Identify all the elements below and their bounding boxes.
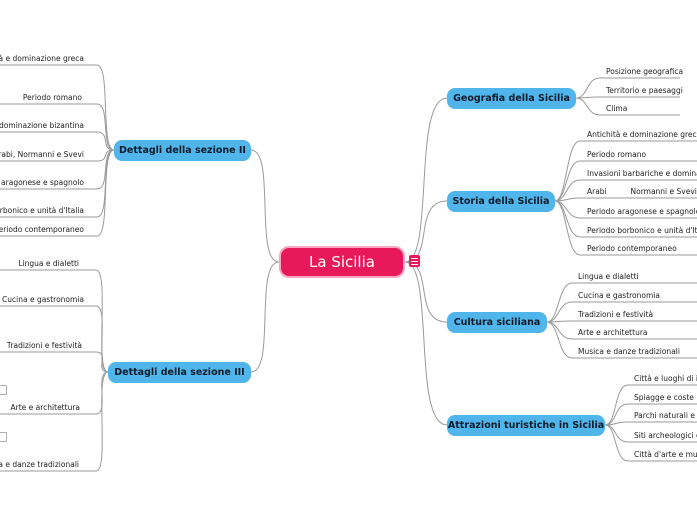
connector-central-left (250, 149, 280, 263)
leaf-s2-invasioni[interactable]: Invasioni barbariche e dominazione bizan… (0, 121, 84, 130)
leaf-s2-romano[interactable]: Periodo romano (22, 93, 82, 102)
leaf-storia-aragonese[interactable]: Periodo aragonese e spagnolo (587, 207, 697, 216)
connector-leaf (0, 351, 109, 373)
topic-sezione-2[interactable]: Dettagli della sezione II (114, 140, 251, 161)
connector-leaf (575, 96, 680, 99)
connector-leaf (0, 131, 115, 151)
connector-leaf (0, 149, 115, 190)
topic-sezione-3[interactable]: Dettagli della sezione III (108, 362, 251, 383)
leaf-s2-borbonico[interactable]: Periodo borbonico e unità d'Italia (0, 206, 84, 215)
connector-leaf (554, 197, 697, 202)
connector-central-right (404, 261, 448, 323)
leaf-attr-spiagge[interactable]: Spiagge e coste (634, 393, 694, 402)
leaf-storia-invasioni[interactable]: Invasioni barbariche e dominazione bizan… (587, 169, 697, 178)
connector-leaf (0, 64, 115, 151)
leaf-s3-arte[interactable]: Arte e architettura (10, 403, 81, 412)
connector-leaf (0, 305, 109, 373)
connector-leaf (554, 200, 697, 256)
leaf-s2-arabi[interactable]: Arabi, Normanni e Svevi (0, 150, 84, 159)
leaf-storia-arabi[interactable]: Arabi Normanni e Svevi (587, 187, 697, 196)
connector-central-right (404, 97, 448, 263)
leaf-s3-cucina[interactable]: Cucina e gastronomia (2, 295, 84, 304)
connector-leaf (604, 424, 697, 462)
leaf-s2-contemporaneo[interactable]: Periodo contemporaneo (0, 225, 84, 234)
topic-storia[interactable]: Storia della Sicilia (447, 191, 555, 212)
leaf-attr-siti[interactable]: Siti archeologici e storici (634, 431, 697, 440)
connector-leaf (554, 160, 697, 202)
leaf-attr-parchi[interactable]: Parchi naturali e riserve (634, 411, 697, 420)
topic-cultura[interactable]: Cultura siciliana (447, 312, 547, 333)
leaf-s3-musica[interactable]: Musica e danze tradizionali (0, 460, 79, 469)
connector-leaf (546, 320, 697, 323)
leaf-storia-romano[interactable]: Periodo romano (587, 150, 647, 159)
leaf-cultura-lingua[interactable]: Lingua e dialetti (578, 272, 639, 281)
connector-leaf (554, 140, 697, 202)
leaf-clima[interactable]: Clima (606, 104, 628, 113)
leaf-territorio[interactable]: Territorio e paesaggi (606, 86, 683, 95)
connector-leaf (575, 77, 680, 99)
leaf-attr-musei[interactable]: Città d'arte e musei (634, 450, 697, 459)
connector-central-right (404, 200, 448, 263)
leaf-s3-lingua[interactable]: Lingua e dialetti (18, 259, 79, 268)
connector-leaf (0, 269, 109, 373)
topic-geografia[interactable]: Geografia della Sicilia (447, 88, 576, 109)
leaf-storia-contemporaneo[interactable]: Periodo contemporaneo (587, 244, 677, 253)
leaf-cultura-arte[interactable]: Arte e architettura (578, 328, 648, 337)
connector-central-left (250, 261, 280, 373)
central-topic[interactable]: La Sicilia (279, 246, 405, 278)
collapsed-node-box (0, 385, 7, 395)
connector-leaf (0, 371, 109, 472)
notes-icon[interactable] (409, 255, 420, 267)
connector-leaf (0, 149, 115, 237)
leaf-s3-tradizioni[interactable]: Tradizioni e festività (6, 341, 82, 350)
connector-central-right (404, 261, 448, 426)
leaf-cultura-cucina[interactable]: Cucina e gastronomia (578, 291, 660, 300)
leaf-attr-citta[interactable]: Città e luoghi di interesse (634, 374, 697, 383)
connector-leaf (554, 179, 697, 202)
connector-leaf (546, 301, 697, 323)
connector-leaf (0, 103, 115, 151)
leaf-s2-aragonese[interactable]: Periodo aragonese e spagnolo (0, 178, 84, 187)
leaf-posizione[interactable]: Posizione geografica (606, 67, 684, 76)
leaf-cultura-tradizioni[interactable]: Tradizioni e festività (578, 310, 654, 319)
connector-leaf (604, 421, 697, 426)
connector-leaf (546, 282, 697, 323)
topic-attrazioni[interactable]: Attrazioni turistiche in Sicilia (447, 415, 605, 436)
connector-leaf (546, 321, 697, 359)
connector-leaf (575, 97, 680, 116)
leaf-cultura-musica[interactable]: Musica e danze tradizionali (578, 347, 680, 356)
leaf-storia-borbonico[interactable]: Periodo borbonico e unità d'Italia (587, 226, 697, 235)
connector-leaf (604, 403, 697, 426)
connector-leaf (0, 149, 115, 162)
connector-leaf (604, 384, 697, 426)
leaf-storia-antichita[interactable]: Antichità e dominazione greca (587, 130, 697, 139)
leaf-s2-antichita[interactable]: Antichità e dominazione greca (0, 54, 84, 63)
collapsed-node-box (0, 432, 7, 442)
